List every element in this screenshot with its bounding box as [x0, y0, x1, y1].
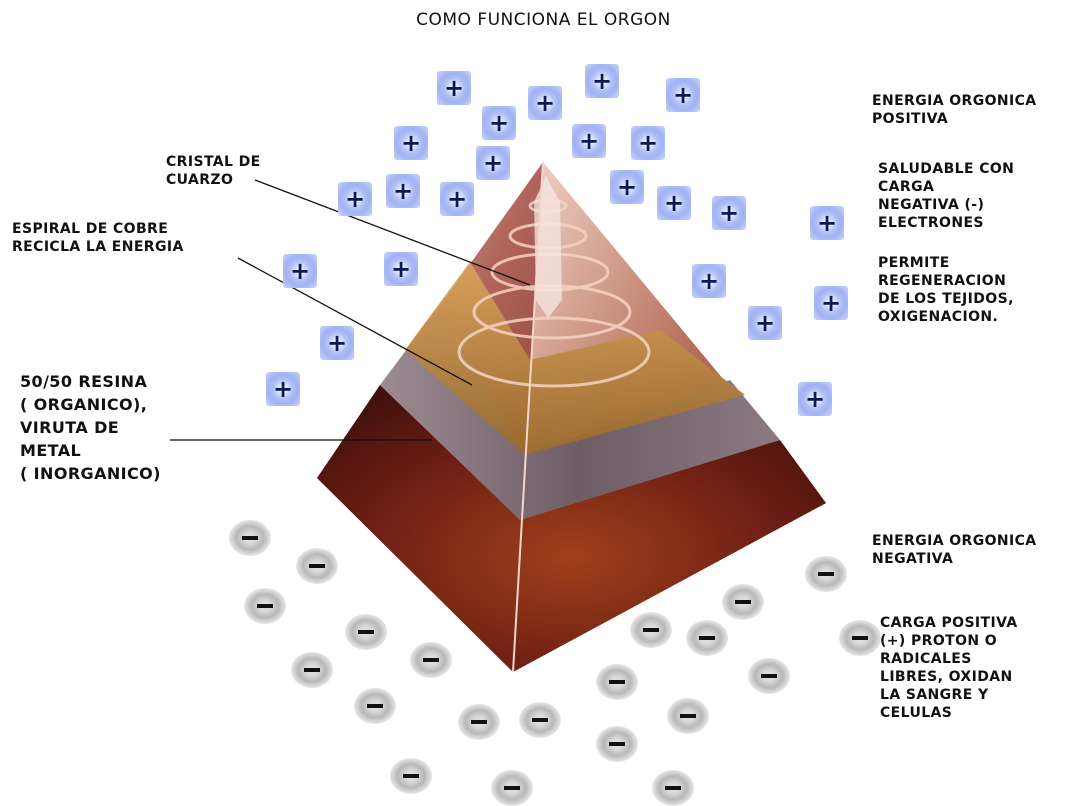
minus-symbol	[722, 584, 764, 620]
label-positive-charge: CARGA POSITIVA (+) PROTON O RADICALES LI…	[880, 614, 1018, 722]
minus-symbol	[291, 652, 333, 688]
plus-symbol: +	[692, 264, 726, 298]
label-regeneration: PERMITE REGENERACION DE LOS TEJIDOS, OXI…	[878, 254, 1014, 326]
plus-symbol: +	[712, 196, 746, 230]
plus-symbol: +	[482, 106, 516, 140]
minus-symbol	[652, 770, 694, 806]
label-quartz-crystal: CRISTAL DE CUARZO	[166, 153, 261, 189]
plus-symbol: +	[610, 170, 644, 204]
plus-symbol: +	[384, 252, 418, 286]
label-healthy-negative: SALUDABLE CON CARGA NEGATIVA (-) ELECTRO…	[878, 160, 1014, 232]
minus-symbol	[229, 520, 271, 556]
plus-symbol: +	[528, 86, 562, 120]
minus-symbol	[596, 664, 638, 700]
plus-symbol: +	[810, 206, 844, 240]
plus-symbol: +	[266, 372, 300, 406]
label-positive-energy: ENERGIA ORGONICA POSITIVA	[872, 92, 1037, 128]
plus-symbol: +	[798, 382, 832, 416]
plus-symbol: +	[320, 326, 354, 360]
plus-symbol: +	[814, 286, 848, 320]
minus-symbol	[390, 758, 432, 794]
plus-symbol: +	[748, 306, 782, 340]
minus-symbol	[748, 658, 790, 694]
plus-symbol: +	[394, 126, 428, 160]
minus-symbol	[244, 588, 286, 624]
label-resin-metal: 50/50 RESINA ( ORGANICO), VIRUTA DE META…	[20, 370, 161, 485]
plus-symbol: +	[283, 254, 317, 288]
minus-symbol	[519, 702, 561, 738]
plus-symbol: +	[666, 78, 700, 112]
minus-symbol	[410, 642, 452, 678]
minus-symbol	[630, 612, 672, 648]
plus-symbol: +	[386, 174, 420, 208]
plus-symbol: +	[572, 124, 606, 158]
plus-symbol: +	[476, 146, 510, 180]
plus-symbol: +	[338, 182, 372, 216]
label-copper-spiral: ESPIRAL DE COBRE RECICLA LA ENERGIA	[12, 220, 184, 256]
minus-symbol	[839, 620, 881, 656]
minus-symbol	[458, 704, 500, 740]
minus-symbol	[345, 614, 387, 650]
minus-symbol	[354, 688, 396, 724]
plus-symbol: +	[437, 71, 471, 105]
minus-symbol	[686, 620, 728, 656]
minus-symbol	[667, 698, 709, 734]
minus-symbol	[491, 770, 533, 806]
plus-symbol: +	[585, 64, 619, 98]
plus-symbol: +	[657, 186, 691, 220]
label-negative-energy: ENERGIA ORGONICA NEGATIVA	[872, 532, 1037, 568]
minus-symbol	[296, 548, 338, 584]
plus-symbol: +	[440, 182, 474, 216]
minus-symbol	[596, 726, 638, 762]
minus-symbol	[805, 556, 847, 592]
plus-symbol: +	[631, 126, 665, 160]
